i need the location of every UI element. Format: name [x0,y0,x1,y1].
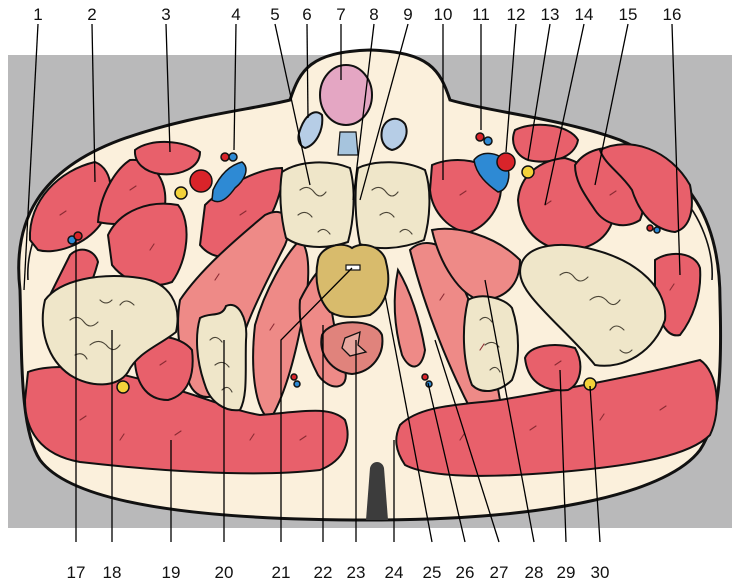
label-26: 26 [456,563,475,582]
spinal-marker [346,265,360,270]
label-28: 28 [525,563,544,582]
urethra-vessel [338,132,358,155]
label-19: 19 [162,563,181,582]
nerve-18 [117,381,129,393]
vessel-17b [74,232,82,240]
label-14: 14 [575,5,594,24]
labels-top: 1 2 3 4 5 6 7 8 9 10 11 12 13 14 15 16 [33,5,681,24]
label-16: 16 [663,5,682,24]
label-25: 25 [423,563,442,582]
vertebral-body [317,245,389,317]
label-21: 21 [272,563,291,582]
artery-4 [190,170,212,192]
vessel-11b [484,137,492,145]
vessel-26a [422,374,428,380]
vessel-16b [654,227,660,233]
vessel-16a [647,225,653,231]
label-13: 13 [541,5,560,24]
label-23: 23 [347,563,366,582]
label-10: 10 [434,5,453,24]
label-11: 11 [472,5,490,24]
label-24: 24 [385,563,404,582]
label-7: 7 [336,5,345,24]
label-18: 18 [103,563,122,582]
label-1: 1 [33,5,42,24]
bladder [320,65,372,125]
pubis-left [280,162,353,247]
label-30: 30 [591,563,610,582]
vessel-11a [476,133,484,141]
label-5: 5 [270,5,279,24]
label-27: 27 [490,563,509,582]
label-3: 3 [161,5,170,24]
label-20: 20 [215,563,234,582]
label-17: 17 [67,563,86,582]
label-22: 22 [314,563,333,582]
label-12: 12 [507,5,526,24]
vessel-4-small-b [229,153,237,161]
nerve-3 [175,187,187,199]
vessel-4-small [221,153,229,161]
label-9: 9 [403,5,412,24]
vessel-21b [294,381,300,387]
label-29: 29 [557,563,576,582]
vessel-21a [291,374,297,380]
label-4: 4 [231,5,240,24]
nerve-13 [522,166,534,178]
label-6: 6 [302,5,311,24]
labels-bottom: 17 18 19 20 21 22 23 24 25 26 27 28 29 3… [67,563,610,582]
label-2: 2 [87,5,96,24]
label-15: 15 [619,5,638,24]
label-8: 8 [369,5,378,24]
artery-12 [497,153,515,171]
